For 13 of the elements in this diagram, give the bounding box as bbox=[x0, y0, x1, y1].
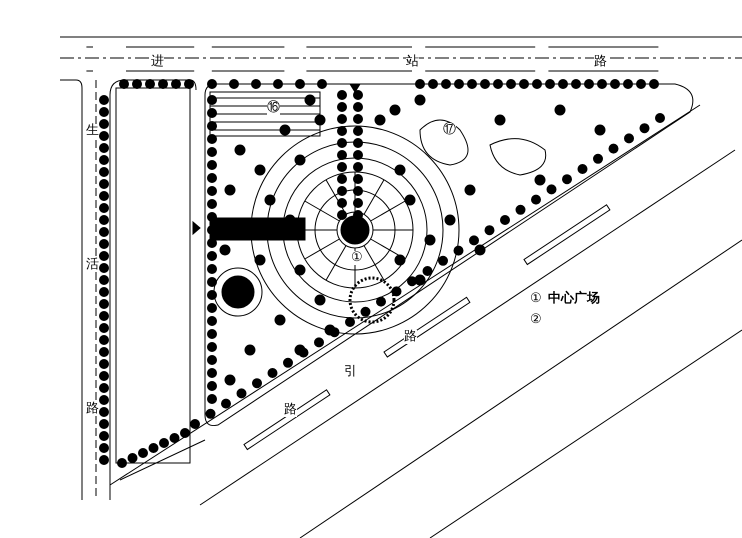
callout-number: ⑯ bbox=[267, 101, 280, 115]
road-name: 进 bbox=[151, 55, 164, 69]
road-name: 引 bbox=[344, 365, 357, 379]
road-name: 站 bbox=[406, 55, 419, 69]
road-name: 路 bbox=[404, 330, 417, 344]
road-name: 路 bbox=[594, 55, 607, 69]
road-name: 路 bbox=[284, 403, 297, 417]
key-text: 中心广场 bbox=[548, 292, 600, 306]
road-name: 路 bbox=[86, 402, 99, 416]
road-name: 活 bbox=[86, 258, 99, 272]
callout-number: ⑰ bbox=[443, 123, 456, 137]
callout-number: ① bbox=[351, 251, 363, 265]
road-name: 生 bbox=[86, 124, 99, 138]
